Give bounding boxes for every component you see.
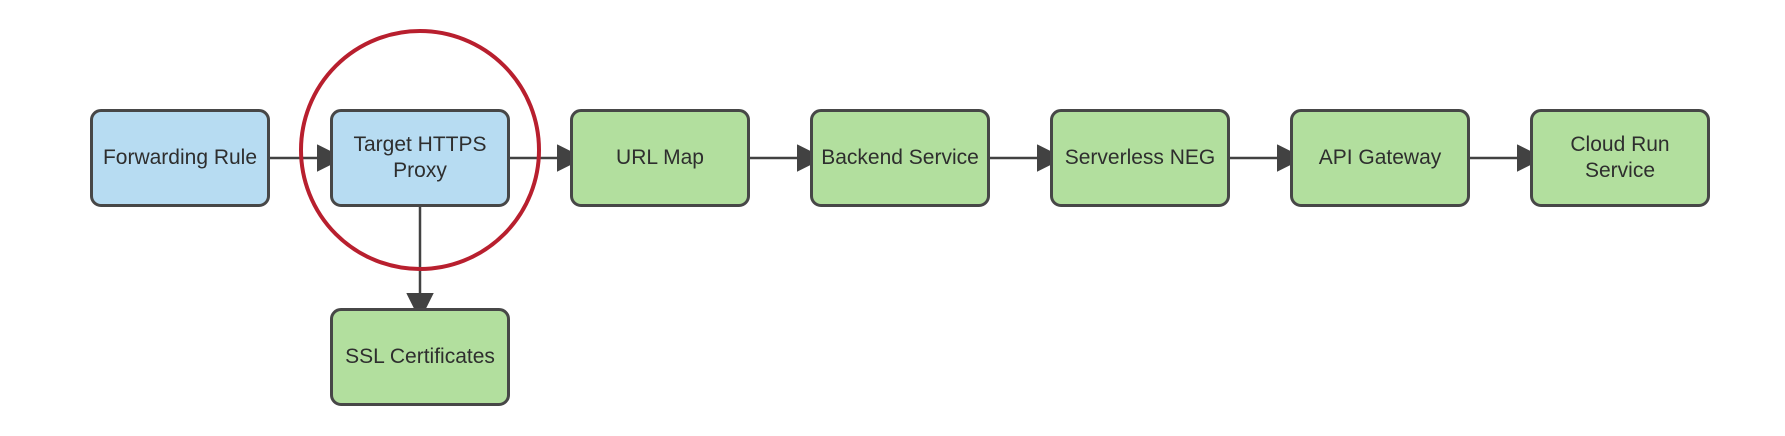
- node-serverless-neg: Serverless NEG: [1050, 109, 1230, 207]
- node-label: URL Map: [616, 145, 704, 169]
- node-api-gateway: API Gateway: [1290, 109, 1470, 207]
- node-ssl-certificates: SSL Certificates: [330, 308, 510, 406]
- node-label: Target HTTPS Proxy: [353, 132, 487, 182]
- node-label: Backend Service: [821, 145, 979, 169]
- node-label: SSL Certificates: [345, 344, 495, 368]
- node-backend-service: Backend Service: [810, 109, 990, 207]
- node-label: API Gateway: [1318, 145, 1442, 169]
- node-label: Serverless NEG: [1064, 145, 1216, 169]
- node-label: Cloud Run Service: [1570, 132, 1670, 182]
- node-url-map: URL Map: [570, 109, 750, 207]
- node-target-https-proxy: Target HTTPS Proxy: [330, 109, 510, 207]
- node-forwarding-rule: Forwarding Rule: [90, 109, 270, 207]
- node-label: Forwarding Rule: [102, 145, 258, 169]
- node-cloud-run-service: Cloud Run Service: [1530, 109, 1710, 207]
